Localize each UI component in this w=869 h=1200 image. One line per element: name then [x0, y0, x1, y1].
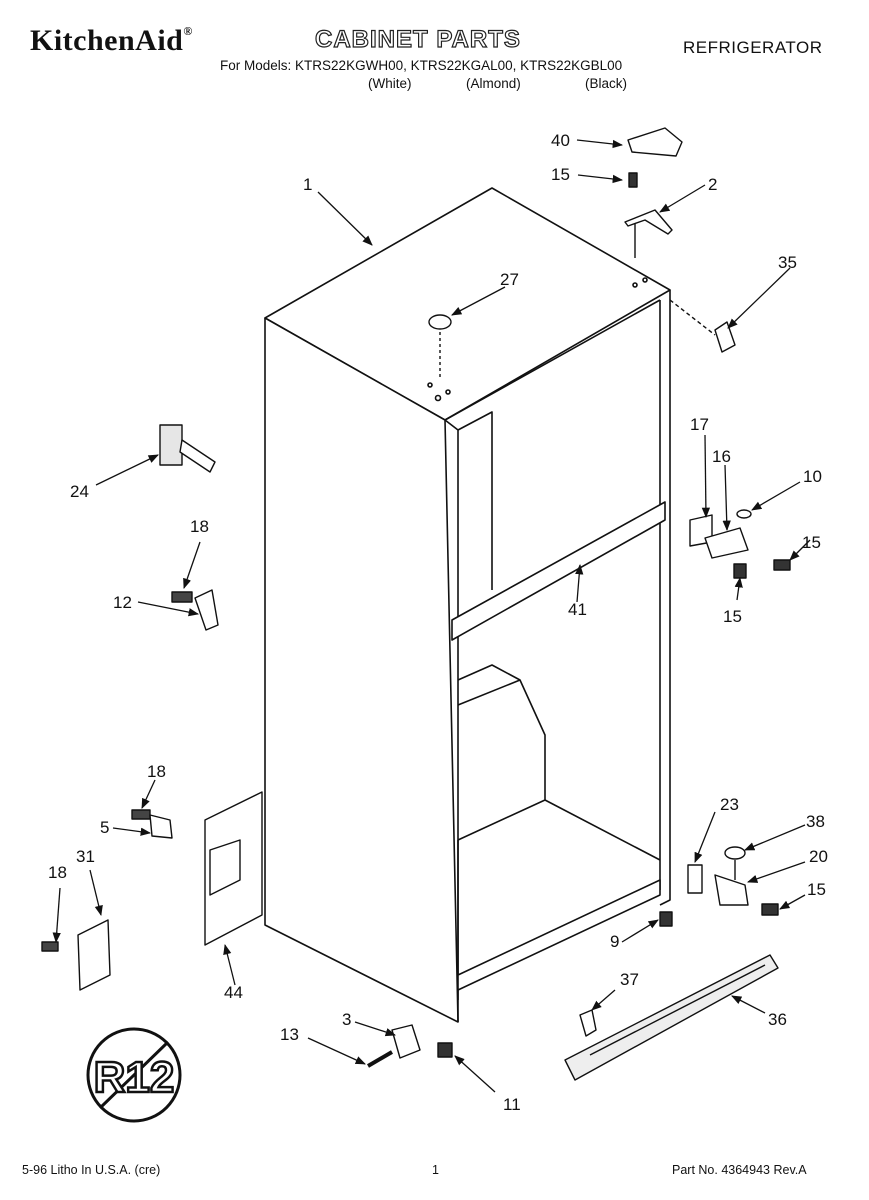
page-title: CABINET PARTS: [314, 25, 521, 53]
hinge-pin-cover: [714, 321, 736, 353]
footer-litho: 5-96 Litho In U.S.A. (cre): [22, 1163, 161, 1177]
callout-18-middle: 18: [147, 762, 166, 781]
center-hinge: [704, 527, 749, 559]
divider-rail: [451, 501, 666, 641]
callout-23: 23: [720, 795, 739, 814]
callout-44: 44: [224, 983, 243, 1002]
callout-10: 10: [803, 467, 822, 486]
callout-18-upper: 18: [190, 517, 209, 536]
callout-12: 12: [113, 593, 132, 612]
callout-38: 38: [806, 812, 825, 831]
brand-logo: KitchenAid®: [30, 24, 193, 58]
callout-24: 24: [70, 482, 89, 501]
plug-button: [428, 314, 452, 330]
callout-5: 5: [100, 818, 109, 837]
r12-badge: [86, 1027, 182, 1123]
callout-36: 36: [768, 1010, 787, 1029]
cabinet-left-side: [264, 317, 459, 1023]
variant-black: (Black): [585, 76, 628, 91]
callout-15-center: 15: [723, 607, 742, 626]
brand-name: KitchenAid: [30, 24, 184, 57]
footer-page-number: 1: [432, 1163, 439, 1177]
cover-screw: [41, 941, 59, 952]
variant-almond: (Almond): [466, 76, 521, 91]
callout-16: 16: [712, 447, 731, 466]
spacer: [724, 846, 746, 860]
models-line: For Models: KTRS22KGWH00, KTRS22KGAL00, …: [220, 58, 622, 73]
callout-13: 13: [280, 1025, 299, 1044]
callout-15-right: 15: [802, 533, 821, 552]
model-numbers: KTRS22KGWH00, KTRS22KGAL00, KTRS22KGBL00: [295, 58, 623, 73]
callout-15-bottom: 15: [807, 880, 826, 899]
callout-15-top: 15: [551, 165, 570, 184]
variant-white: (White): [368, 76, 412, 91]
trademark: ®: [183, 24, 193, 38]
toe-grille: [564, 954, 779, 1081]
callout-41: 41: [568, 600, 587, 619]
callout-17: 17: [690, 415, 709, 434]
callout-2: 2: [708, 175, 717, 194]
footer-part-number: Part No. 4364943 Rev.A: [672, 1163, 807, 1177]
top-screw: [628, 172, 638, 188]
callout-20: 20: [809, 847, 828, 866]
door-stop: [194, 589, 219, 631]
center-hinge-screw-lower: [733, 563, 747, 579]
roller-screw: [437, 1042, 453, 1058]
callout-37: 37: [620, 970, 639, 989]
callout-11: 11: [503, 1095, 521, 1114]
leveling-leg: [159, 424, 183, 466]
bottom-hinge-plate: [687, 864, 703, 894]
product-type: REFRIGERATOR: [683, 38, 823, 57]
bottom-hinge: [714, 874, 749, 906]
callout-35: 35: [778, 253, 797, 272]
center-hinge-screw-right: [773, 559, 791, 571]
callout-9: 9: [610, 932, 619, 951]
callout-40: 40: [551, 131, 570, 150]
callout-18-lower: 18: [48, 863, 67, 882]
door-stop-screw: [171, 591, 193, 603]
callout-31: 31: [76, 847, 95, 866]
bracket-screw: [131, 809, 151, 820]
bracket: [149, 814, 173, 839]
hinge-cover: [627, 127, 683, 157]
bottom-hinge-screw: [761, 903, 779, 916]
screw-9: [659, 911, 673, 927]
axle-pin: [366, 1050, 394, 1068]
cabinet-right-edge: [659, 290, 671, 906]
clip: [579, 1009, 597, 1037]
callout-3: 3: [342, 1010, 351, 1029]
r12-badge-label: R12: [94, 1053, 175, 1102]
cover-plate: [77, 919, 111, 991]
roller-assembly: [391, 1024, 421, 1059]
callout-1: 1: [303, 175, 312, 194]
models-prefix: For Models:: [220, 58, 292, 73]
top-hinge: [624, 209, 673, 235]
callout-27: 27: [500, 270, 519, 289]
washer: [736, 509, 752, 519]
